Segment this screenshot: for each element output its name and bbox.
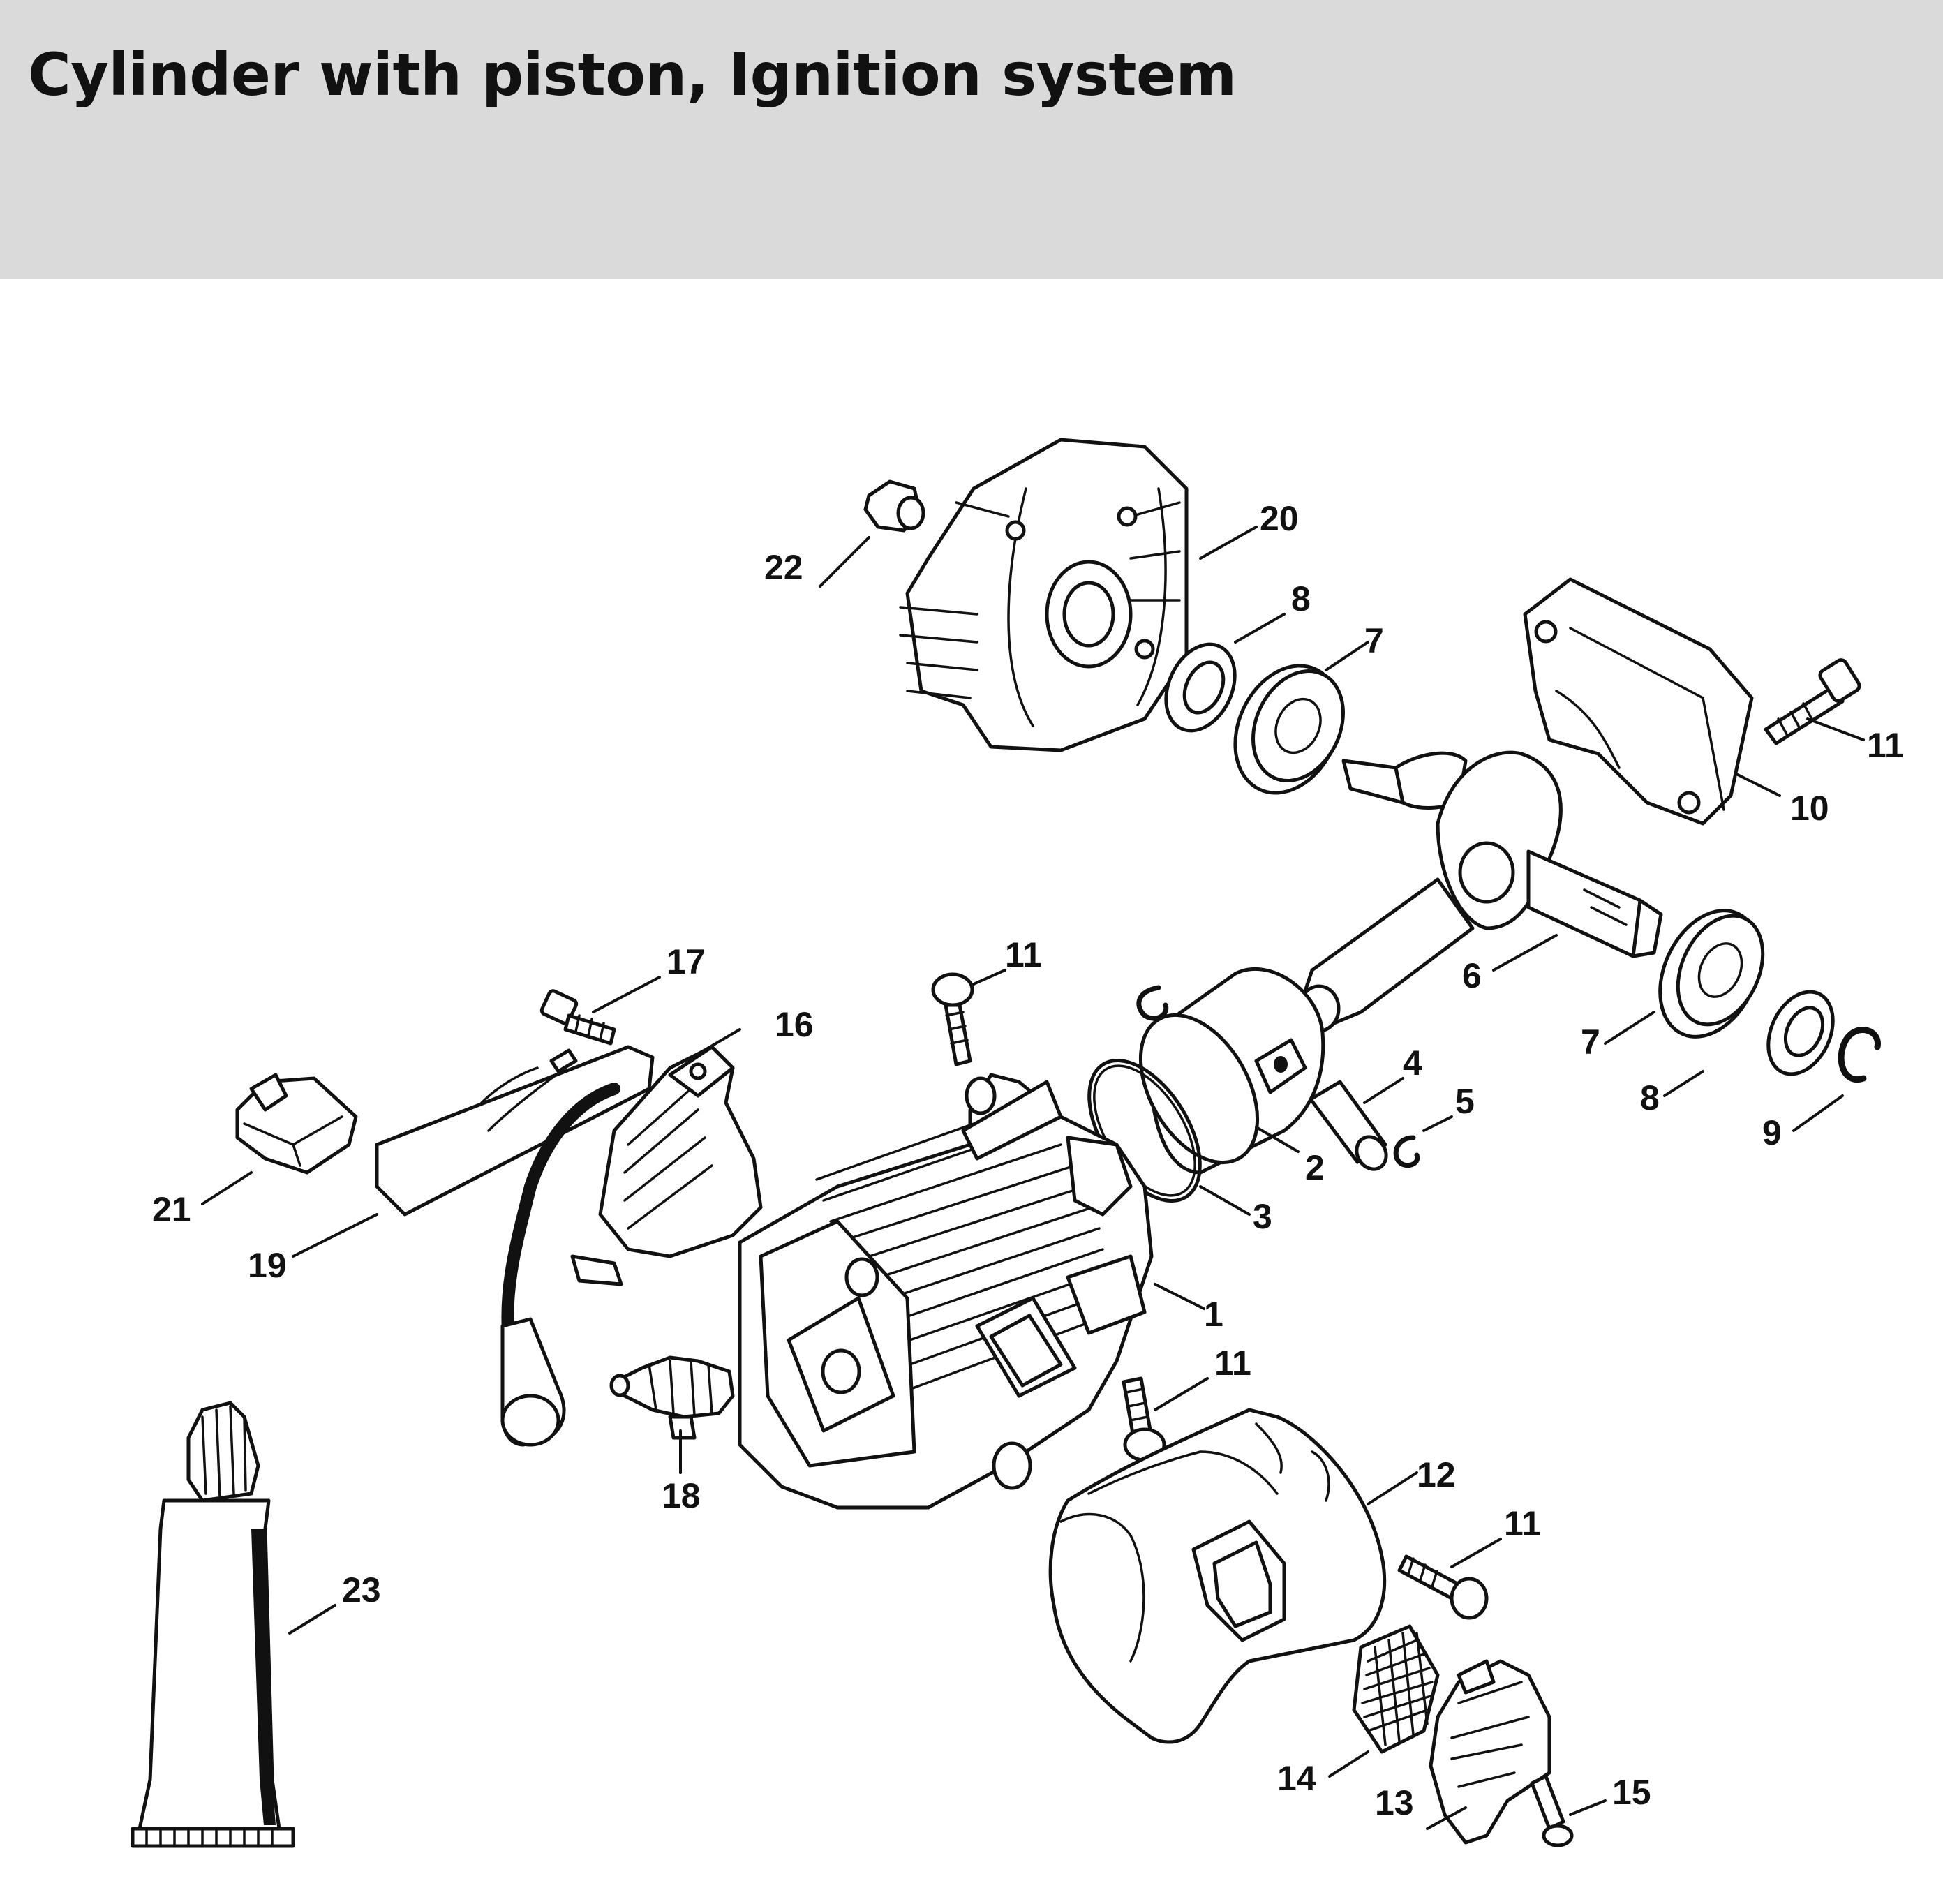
callout-label: 6	[1462, 956, 1482, 995]
callout-label: 12	[1417, 1455, 1456, 1494]
callout-label: 3	[1253, 1197, 1272, 1236]
callout-label: 11	[1504, 1504, 1541, 1543]
piston-pin-part-4	[1309, 1080, 1388, 1171]
page-title: Cylinder with piston, Ignition system	[28, 40, 1237, 109]
callout-label: 7	[1364, 621, 1384, 660]
callout-label: 22	[764, 548, 803, 587]
callout-label: 21	[152, 1190, 191, 1229]
muffler-part-12	[1048, 1408, 1387, 1744]
callout-label: 9	[1762, 1113, 1782, 1152]
screw-part-11-lower-left	[1122, 1376, 1166, 1462]
circlip-part-5	[1393, 1135, 1420, 1168]
spark-plug-part-18	[609, 1355, 735, 1440]
leader-lines	[201, 526, 1865, 1830]
crankshaft-part-6	[1296, 750, 1663, 1033]
callout-label: 11	[1005, 935, 1042, 974]
screw-part-15	[1530, 1774, 1574, 1847]
snap-ring-part-9	[1838, 1027, 1881, 1083]
callout-label: 11	[1867, 726, 1904, 765]
callout-label: 19	[248, 1246, 287, 1285]
callout-label: 15	[1612, 1773, 1651, 1812]
screw-part-11-muffler	[1397, 1554, 1489, 1620]
screw-part-11-right	[1764, 658, 1861, 745]
callout-label: 4	[1403, 1043, 1422, 1083]
switch-part-21	[235, 1073, 358, 1175]
callout-label: 11	[1214, 1344, 1251, 1383]
callout-label: 16	[775, 1005, 814, 1044]
callout-label: 1	[1204, 1295, 1223, 1334]
callout-label: 20	[1260, 499, 1299, 538]
callout-label: 10	[1790, 789, 1829, 828]
piston-part-2	[1138, 967, 1325, 1175]
screw-part-11-cylinder-top	[931, 972, 974, 1066]
callout-label: 5	[1455, 1082, 1475, 1121]
crankcase-part-20	[899, 438, 1189, 752]
ball-bearing-part-7-lower	[1658, 909, 1765, 1039]
ignition-lead-part-19	[375, 1045, 655, 1447]
tube-part-23	[131, 1401, 295, 1848]
ignition-module-part-16	[598, 1045, 763, 1258]
callout-label: 8	[1291, 579, 1311, 618]
callout-label: 8	[1640, 1078, 1660, 1117]
cover-plate-part-13	[1429, 1659, 1551, 1845]
callout-label: 17	[667, 942, 706, 981]
cylinder-part-1	[738, 1073, 1154, 1510]
callout-labels: 1 2 3 4 5 6 7 7 8 8 9 10 11 11 11 11 12 …	[152, 499, 1904, 1822]
shaft-seal-part-8-lower	[1766, 990, 1835, 1076]
circlip-part-5-left	[1136, 985, 1169, 1021]
callout-label: 14	[1277, 1759, 1316, 1798]
callout-label: 2	[1305, 1148, 1325, 1187]
callout-label: 7	[1581, 1022, 1600, 1062]
spark-arrestor-screen-part-14	[1352, 1624, 1440, 1754]
title-banner: Cylinder with piston, Ignition system	[0, 0, 1943, 279]
crankcase-part-10	[1523, 577, 1754, 826]
screw-part-17	[539, 989, 616, 1046]
nut-part-22	[863, 479, 925, 533]
callout-label: 13	[1375, 1783, 1414, 1822]
ball-bearing-part-7-upper	[1233, 664, 1345, 795]
shaft-seal-part-8-upper	[1164, 642, 1237, 733]
callout-label: 18	[662, 1476, 701, 1515]
callout-label: 23	[342, 1570, 381, 1609]
